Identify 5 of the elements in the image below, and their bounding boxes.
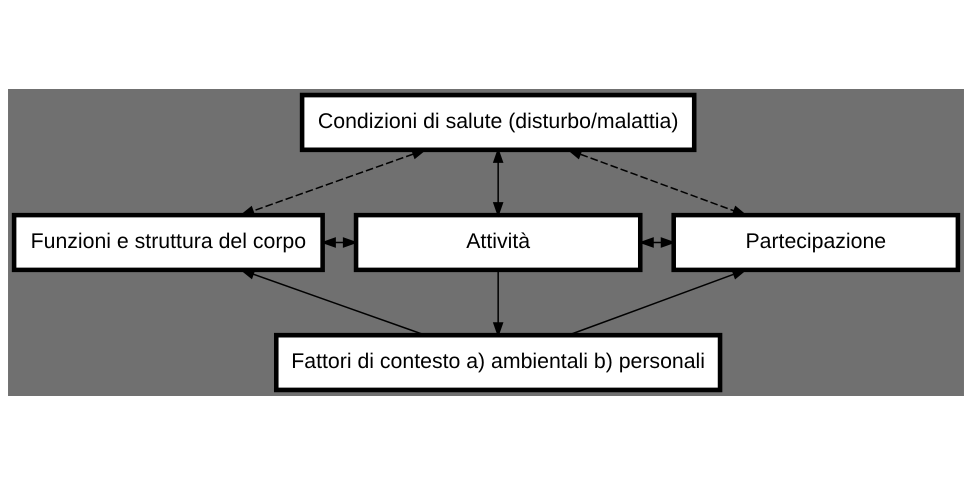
- node-box: Funzioni e struttura del corpo: [12, 212, 325, 272]
- node-box: Condizioni di salute (disturbo/malattia): [300, 92, 696, 152]
- node-box: Attività: [354, 212, 643, 272]
- node-box: Partecipazione: [671, 212, 960, 272]
- node-box: Fattori di contesto a) ambientali b) personali: [274, 332, 722, 392]
